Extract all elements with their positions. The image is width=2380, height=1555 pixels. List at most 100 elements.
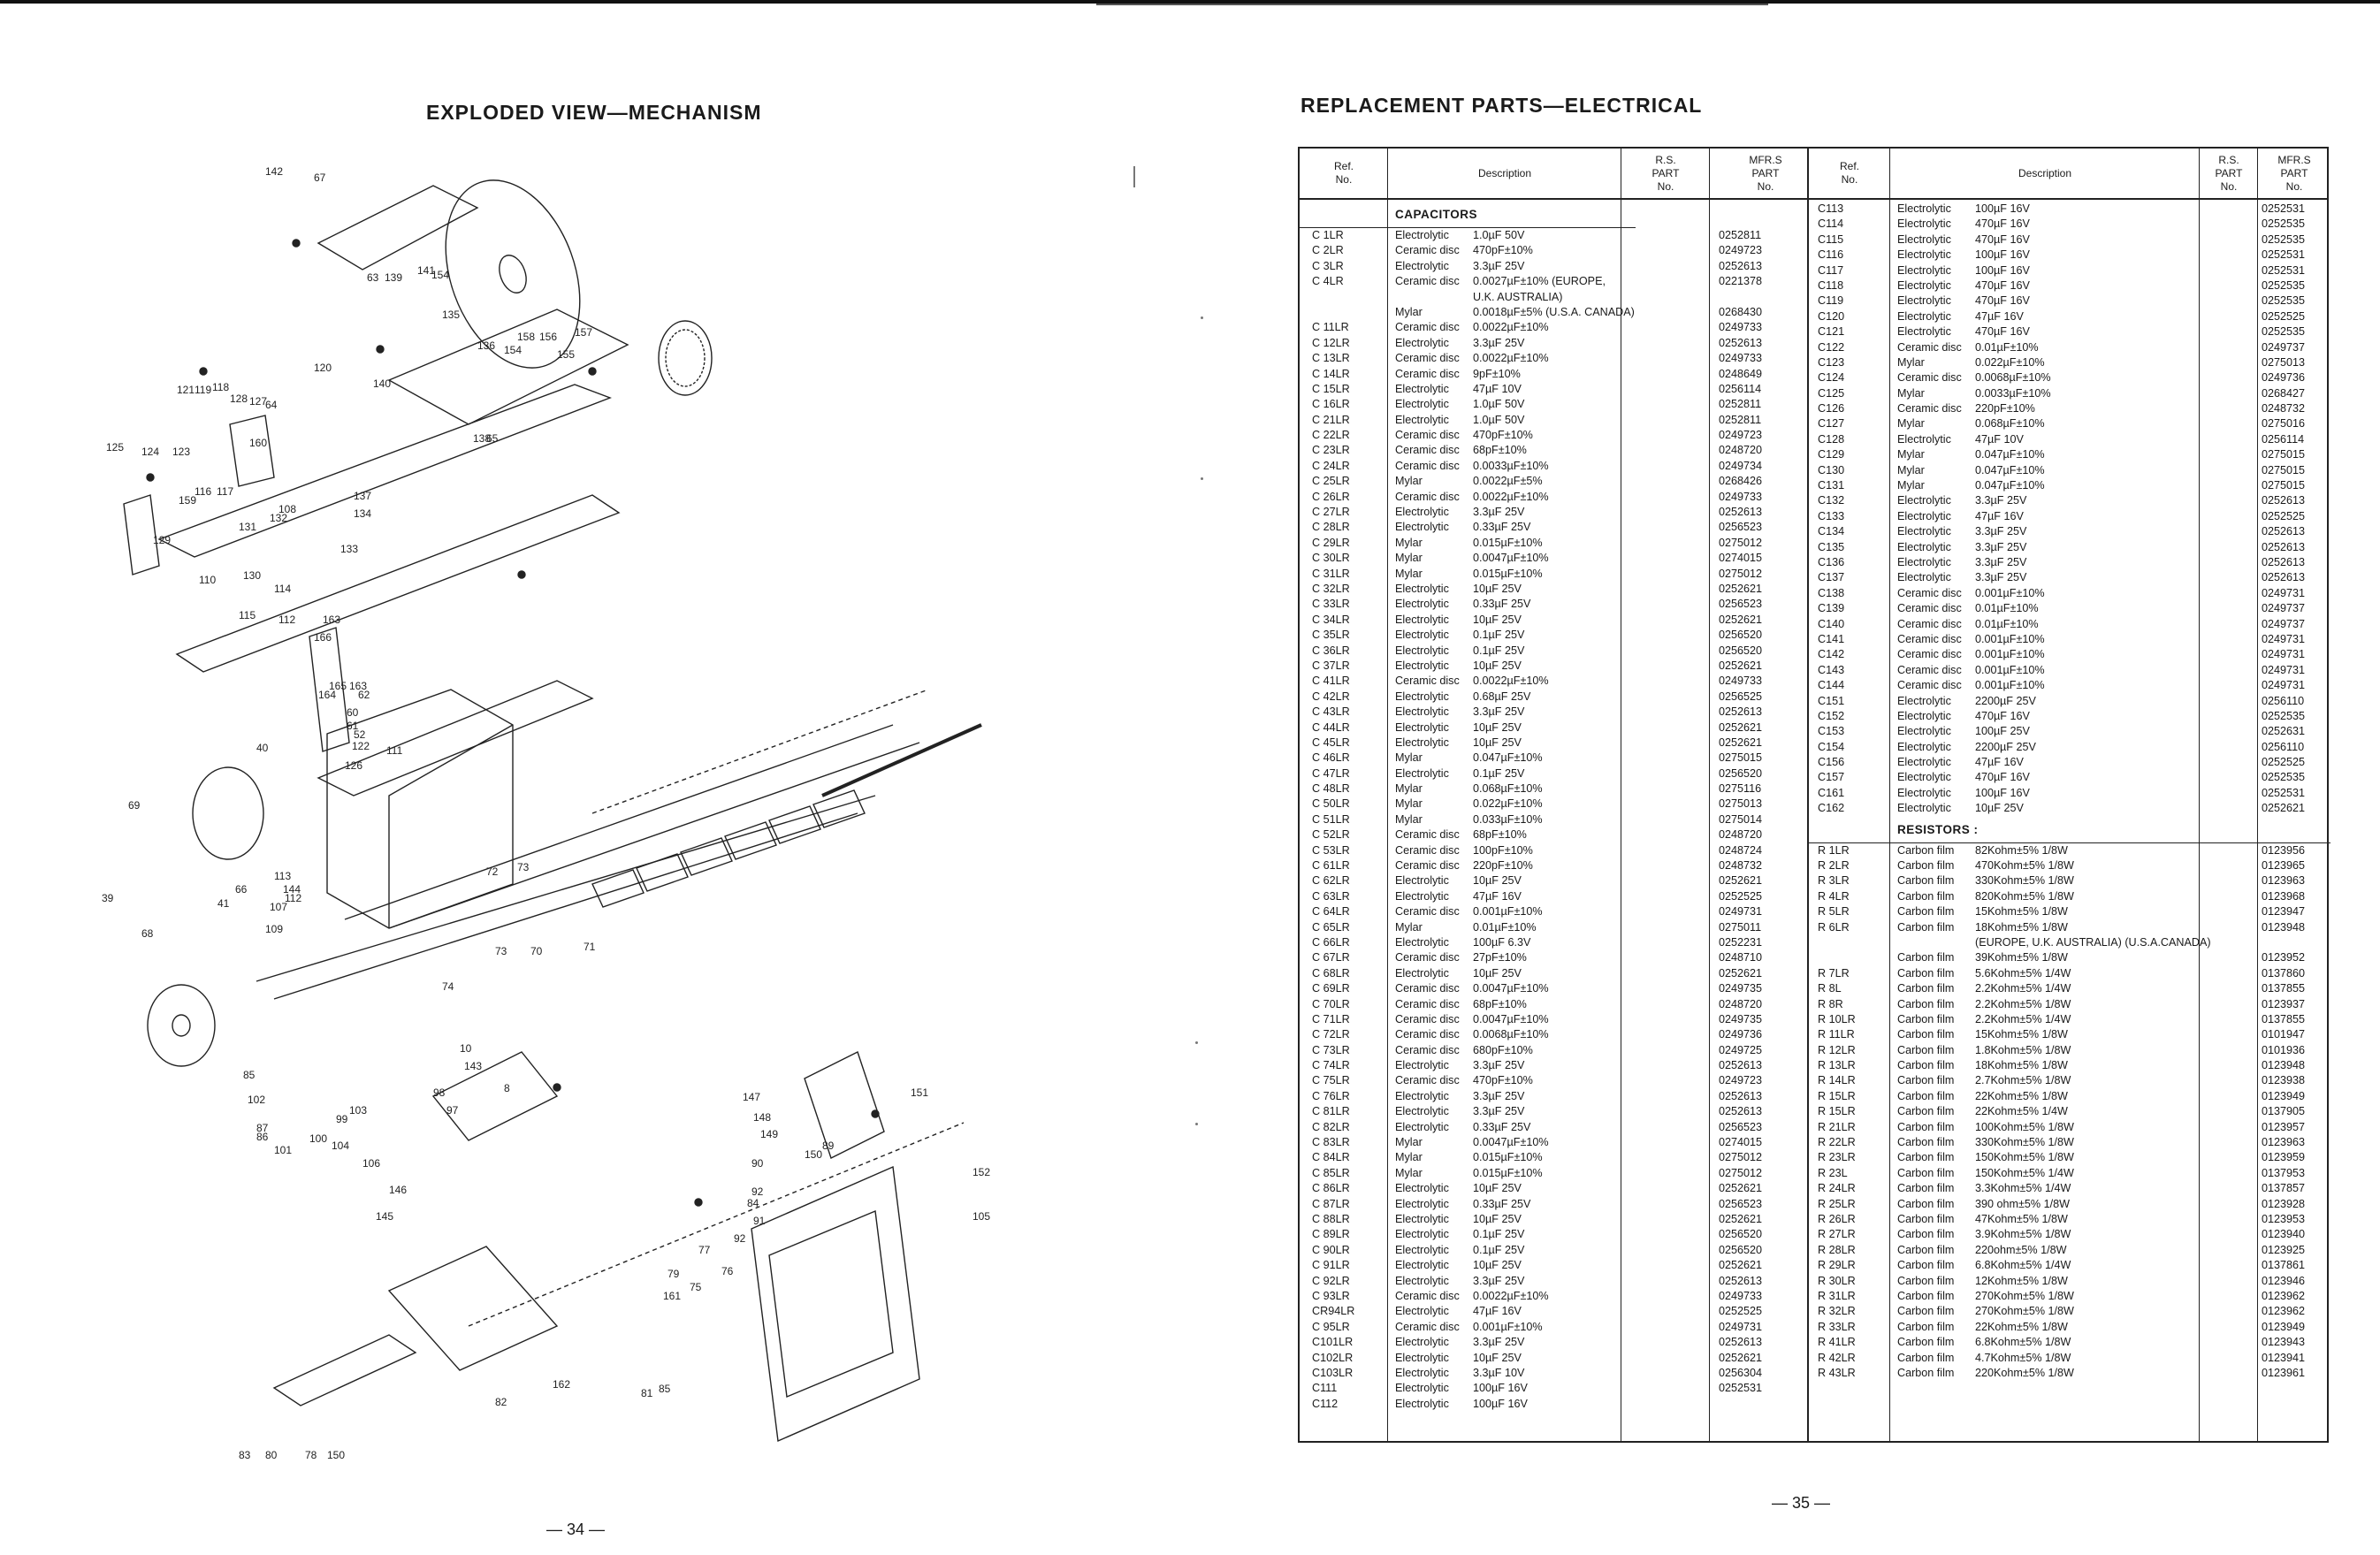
mfr-cell: 0248720 [1719, 828, 1763, 842]
type-cell: Electrolytic [1395, 598, 1449, 611]
mfr-cell: 0252613 [1719, 1059, 1763, 1072]
type-cell: Carbon film [1897, 859, 1955, 873]
part-callout: 60 [347, 706, 359, 719]
mfr-cell: 0123957 [2262, 1120, 2306, 1133]
type-cell: Electrolytic [1897, 294, 1951, 308]
value-cell: 100µF 25V [1975, 725, 2030, 738]
key-button [680, 837, 733, 876]
part-callout: 141 [417, 264, 435, 277]
mid-frame [317, 680, 594, 797]
ref-cell: C127 [1818, 417, 1845, 431]
part-callout: 161 [663, 1290, 681, 1302]
part-callout: 86 [256, 1131, 269, 1143]
value-cell: 470pF±10% [1473, 1074, 1533, 1087]
value-cell: 390 ohm±5% 1/8W [1975, 1197, 2071, 1210]
part-callout: 70 [530, 945, 543, 957]
mfr-cell: 0275016 [2262, 417, 2306, 431]
ref-cell: R 13LR [1818, 1059, 1856, 1072]
part-callout: 162 [553, 1378, 570, 1391]
value-cell: 0.1µF 25V [1473, 629, 1525, 642]
ref-cell: R 10LR [1818, 1012, 1856, 1025]
value-cell: 0.01µF±10% [1975, 617, 2039, 630]
value-cell: 0.0022µF±10% [1473, 490, 1549, 503]
value-cell: 0.0047µF±10% [1473, 552, 1549, 565]
ref-cell: C 47LR [1312, 766, 1350, 780]
header-rs-part: R.S. PART No. [2215, 153, 2243, 193]
dashed-guide [468, 1122, 965, 1327]
scan-mark [1133, 166, 1135, 187]
type-cell: Electrolytic [1395, 736, 1449, 749]
scan-mark [1201, 477, 1203, 480]
value-cell: 0.015µF±10% [1473, 567, 1543, 580]
part-callout: 129 [153, 534, 171, 546]
value-cell: 220pF±10% [1975, 402, 2035, 415]
col-divider [1709, 149, 1710, 1441]
mfr-cell: 0275012 [1719, 1166, 1763, 1179]
value-cell: 0.68µF 25V [1473, 690, 1531, 703]
ref-cell: C 51LR [1312, 812, 1350, 826]
mfr-cell: 0252811 [1719, 398, 1762, 411]
value-cell: 470µF 16V [1975, 325, 2030, 339]
type-cell: Carbon film [1897, 1105, 1955, 1118]
type-cell: Mylar [1897, 463, 1925, 476]
type-cell: Ceramic disc [1395, 997, 1460, 1010]
value-cell: 3.3µF 25V [1473, 259, 1525, 272]
mfr-cell: 0101936 [2262, 1043, 2306, 1056]
type-cell: Carbon film [1897, 1351, 1955, 1364]
ref-cell: C 30LR [1312, 552, 1350, 565]
scan-mark [1201, 316, 1203, 319]
part-callout: 69 [128, 799, 141, 812]
mfr-cell: 0249735 [1719, 982, 1763, 995]
header-description: Description [2018, 166, 2072, 179]
screw [376, 345, 385, 354]
mfr-cell: 0252531 [2262, 202, 2306, 215]
mfr-cell: 0249723 [1719, 244, 1763, 257]
mfr-cell: 0275012 [1719, 536, 1763, 549]
part-callout: 108 [278, 503, 296, 515]
value-cell: 220Kohm±5% 1/8W [1975, 1366, 2074, 1379]
type-cell: Electrolytic [1395, 766, 1449, 780]
section-title: CAPACITORS [1395, 208, 1478, 221]
ref-cell: R 23LR [1818, 1151, 1856, 1164]
type-cell: Carbon film [1897, 920, 1955, 934]
value-cell: 10µF 25V [1473, 874, 1522, 888]
ref-cell: C 87LR [1312, 1197, 1350, 1210]
value-cell: 0.047µF±10% [1975, 463, 2045, 476]
type-cell: Electrolytic [1395, 644, 1449, 657]
ref-cell: C 26LR [1312, 490, 1350, 503]
mfr-cell: 0252621 [1719, 874, 1763, 888]
part-callout: 116 [195, 485, 211, 498]
part-callout: 101 [274, 1144, 292, 1156]
part-callout: 92 [751, 1185, 764, 1198]
value-cell: 3.3µF 25V [1975, 494, 2027, 507]
ref-cell: C 86LR [1312, 1182, 1350, 1195]
value-cell: 18Kohm±5% 1/8W [1975, 920, 2068, 934]
ref-cell: C156 [1818, 756, 1845, 769]
mfr-cell: 0248732 [1719, 859, 1763, 873]
ref-cell: C 37LR [1312, 659, 1350, 672]
type-cell: Electrolytic [1395, 1213, 1449, 1225]
bottom-bracket [387, 1246, 559, 1371]
type-cell: Electrolytic [1395, 229, 1449, 241]
type-cell: Ceramic disc [1395, 459, 1460, 472]
type-cell: Ceramic disc [1395, 1028, 1460, 1041]
value-cell: 0.1µF 25V [1473, 1228, 1525, 1241]
key-button [724, 821, 777, 860]
part-callout: 152 [973, 1166, 990, 1178]
header-rs-part: R.S. PART No. [1652, 153, 1680, 193]
